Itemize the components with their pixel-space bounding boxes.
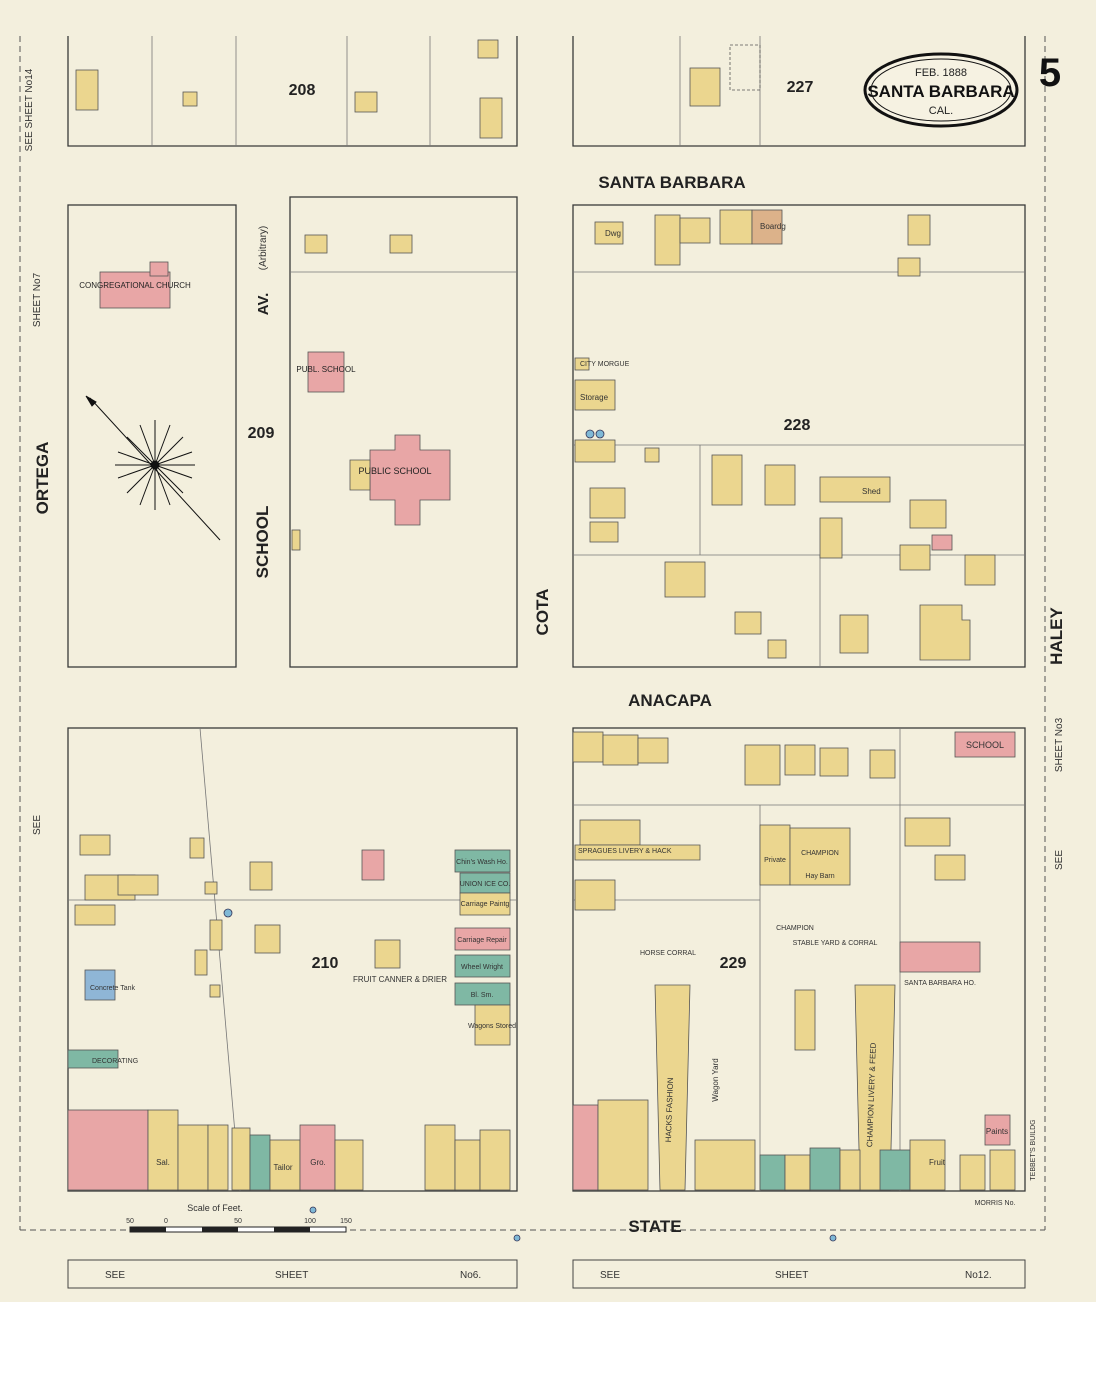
bottom-right-number: No12. xyxy=(965,1270,992,1281)
block-number-209: 209 xyxy=(248,425,275,442)
sal-label: Sal. xyxy=(156,1158,170,1167)
wagons-stored-label: Wagons Stored xyxy=(468,1023,516,1030)
block-209-outline xyxy=(289,196,518,668)
congregational-church: CONGREGATIONAL CHURCH xyxy=(79,261,191,309)
tebbets-bldg-label: TEBBET'S BUILDG xyxy=(1030,1119,1037,1180)
margin-see-right: SEE xyxy=(1054,850,1065,870)
dwg-label-228: Dwg xyxy=(605,229,621,238)
scale-tick-2: 50 xyxy=(234,1218,242,1225)
hydrants xyxy=(223,429,837,1242)
gro-label: Gro. xyxy=(310,1158,326,1167)
hacks-fashion-label: HACKS FASHION xyxy=(664,1077,675,1142)
private-label: Private xyxy=(764,857,786,864)
lot-lines xyxy=(68,36,1025,1192)
block-west-outline xyxy=(67,204,237,668)
sheet-number: 5 xyxy=(1039,51,1061,95)
title-cartouche: FEB. 1888 SANTA BARBARA CAL. xyxy=(863,52,1019,128)
block-208-outline xyxy=(67,36,518,147)
union-ice-label: UNION ICE CO. xyxy=(460,881,511,888)
buildings-block-209 xyxy=(291,234,451,551)
scale-tick-3: 100 xyxy=(304,1218,316,1225)
bottom-right-see: SEE xyxy=(600,1270,620,1281)
school-label-229: SCHOOL xyxy=(966,740,1004,750)
buildings-block-229 xyxy=(572,731,1016,1191)
scale-tick-4: 150 xyxy=(340,1218,352,1225)
map-canvas: SANTA BARBARA ANACAPA STATE ORTEGA SCHOO… xyxy=(19,36,1066,1289)
bottom-see-sheet-bands: SEE SHEET No6. SEE SHEET No12. xyxy=(67,1259,1026,1289)
cartouche-state: CAL. xyxy=(929,105,953,117)
street-ortega: ORTEGA xyxy=(33,442,52,515)
street-cota: COTA xyxy=(533,589,552,636)
buildings-block-228 xyxy=(574,209,996,661)
publ-school-label: PUBL. SCHOOL xyxy=(296,365,356,374)
cartouche-city: SANTA BARBARA xyxy=(867,82,1014,101)
spragues-livery-label: SPRAGUES LIVERY & HACK xyxy=(578,848,672,855)
paints-label: Paints xyxy=(986,1127,1008,1136)
labels-block-210: Chin's Wash Ho. UNION ICE CO. Carriage P… xyxy=(90,859,516,1172)
block-number-227: 227 xyxy=(787,79,814,96)
bottom-left-sheet: SHEET xyxy=(275,1270,308,1281)
block-228-outline xyxy=(572,204,1026,668)
santa-barbara-ho-label: SANTA BARBARA HO. xyxy=(904,980,976,987)
labels-block-228: CITY MORGUE Storage Boardg Dwg Shed xyxy=(580,222,881,496)
carriage-paintg-label: Carriage Paintg xyxy=(461,901,510,908)
morris-no-label: MORRIS No. xyxy=(975,1200,1016,1207)
champion-livery-label: CHAMPION LIVERY & FEED xyxy=(865,1042,878,1147)
boardg-label-228: Boardg xyxy=(760,222,786,231)
shed-label-228: Shed xyxy=(862,487,881,496)
champion-label-2: CHAMPION xyxy=(776,925,814,932)
concrete-tank-label: Concrete Tank xyxy=(90,985,136,992)
storage-label: Storage xyxy=(580,393,609,402)
bottom-left-see: SEE xyxy=(105,1270,125,1281)
stable-yard-label: STABLE YARD & CORRAL xyxy=(793,940,878,947)
carriage-repair-label: Carriage Repair xyxy=(457,937,507,944)
chinese-wash-label: Chin's Wash Ho. xyxy=(456,859,508,866)
bottom-right-sheet: SHEET xyxy=(775,1270,808,1281)
labels-block-229: SCHOOL SPRAGUES LIVERY & HACK CHAMPION P… xyxy=(578,740,1037,1207)
block-number-208: 208 xyxy=(289,82,316,99)
champion-label-1: CHAMPION xyxy=(801,850,839,857)
wheel-wright-label: Wheel Wright xyxy=(461,964,503,971)
wagon-yard-label: Wagon Yard xyxy=(711,1058,720,1101)
buildings-top-row xyxy=(75,39,761,139)
hay-barn-label: Hay Barn xyxy=(805,873,834,880)
cartouche-date: FEB. 1888 xyxy=(915,67,967,79)
bottom-white-strip xyxy=(0,1302,1096,1390)
bl-sm-label: Bl. Sm. xyxy=(471,992,494,999)
street-av-label: AV. xyxy=(255,293,272,316)
street-santa-barbara: SANTA BARBARA xyxy=(598,173,745,192)
city-morgue-label: CITY MORGUE xyxy=(580,361,630,368)
church-label: CONGREGATIONAL CHURCH xyxy=(79,281,191,290)
scale-label: Scale of Feet. xyxy=(187,1203,243,1213)
scale-tick-0: 50 xyxy=(126,1218,134,1225)
margin-sheet-7: SHEET No7 xyxy=(32,272,43,327)
public-school-label: PUBLIC SCHOOL xyxy=(358,466,431,476)
fruit-canner-label: FRUIT CANNER & DRIER xyxy=(353,975,447,984)
scale-of-feet: Scale of Feet. 50 0 50 100 150 xyxy=(126,1203,352,1233)
block-229-outline xyxy=(572,727,1026,1192)
arbitrary-note: (Arbitrary) xyxy=(258,226,269,270)
block-number-229: 229 xyxy=(720,955,747,972)
margin-sheet-3: SHEET No3 xyxy=(1054,717,1065,772)
block-210-outline xyxy=(67,727,518,1192)
decorating-label: DECORATING xyxy=(92,1058,138,1065)
street-state: STATE xyxy=(628,1217,681,1236)
margin-see-sheet-14: SEE SHEET No14 xyxy=(24,68,35,151)
block-outlines xyxy=(67,36,1026,1192)
block-number-210: 210 xyxy=(312,955,339,972)
block-number-228: 228 xyxy=(784,417,811,434)
fire-insurance-map-sheet: SANTA BARBARA ANACAPA STATE ORTEGA SCHOO… xyxy=(0,0,1096,1302)
street-anacapa: ANACAPA xyxy=(628,691,712,710)
block-227-outline xyxy=(572,36,1026,147)
scale-tick-1: 0 xyxy=(164,1218,168,1225)
street-haley: HALEY xyxy=(1047,607,1066,665)
buildings-block-210 xyxy=(67,834,511,1191)
tailor-label: Tailor xyxy=(273,1163,292,1172)
street-school-av: SCHOOL xyxy=(253,506,272,579)
fruit-label: Fruit xyxy=(929,1158,946,1167)
compass-rose xyxy=(85,395,221,541)
horse-corral-label: HORSE CORRAL xyxy=(640,950,696,957)
margin-see-left: SEE xyxy=(32,815,43,835)
bottom-left-number: No6. xyxy=(460,1270,481,1281)
